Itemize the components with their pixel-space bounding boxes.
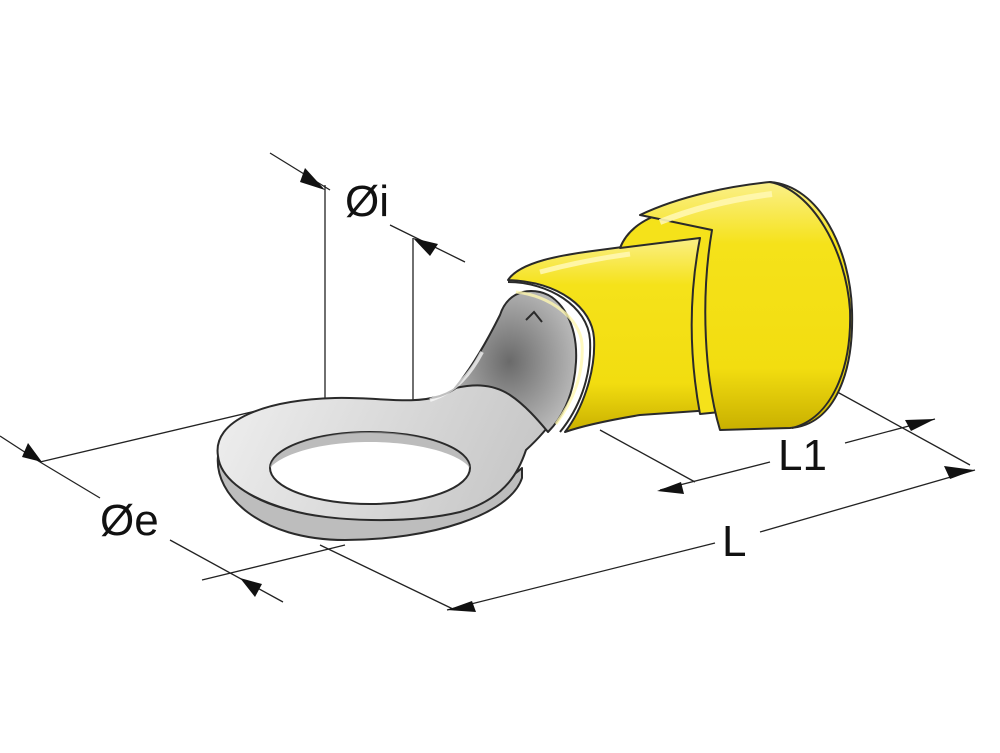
arrowhead-l1-left [657, 482, 684, 494]
arrowhead-oi-left [300, 168, 325, 190]
sleeve-length-label: L1 [778, 431, 827, 480]
arrowhead-l-right [944, 466, 974, 479]
arrowhead-l1-right [905, 419, 935, 431]
arrowhead-oe-top [22, 443, 42, 462]
arrowhead-oi-right [413, 238, 438, 256]
ring-hole [269, 431, 471, 505]
arrowhead-l-left [447, 601, 476, 612]
arrowhead-oe-bottom [240, 578, 262, 597]
dimension-arrows [22, 168, 974, 612]
inner-diameter-label: Øi [345, 177, 389, 226]
insulation-sleeve [507, 181, 854, 433]
outer-diameter-label: Øe [100, 496, 159, 545]
total-length-label: L [722, 517, 746, 566]
ring-terminal-metal [216, 290, 578, 541]
